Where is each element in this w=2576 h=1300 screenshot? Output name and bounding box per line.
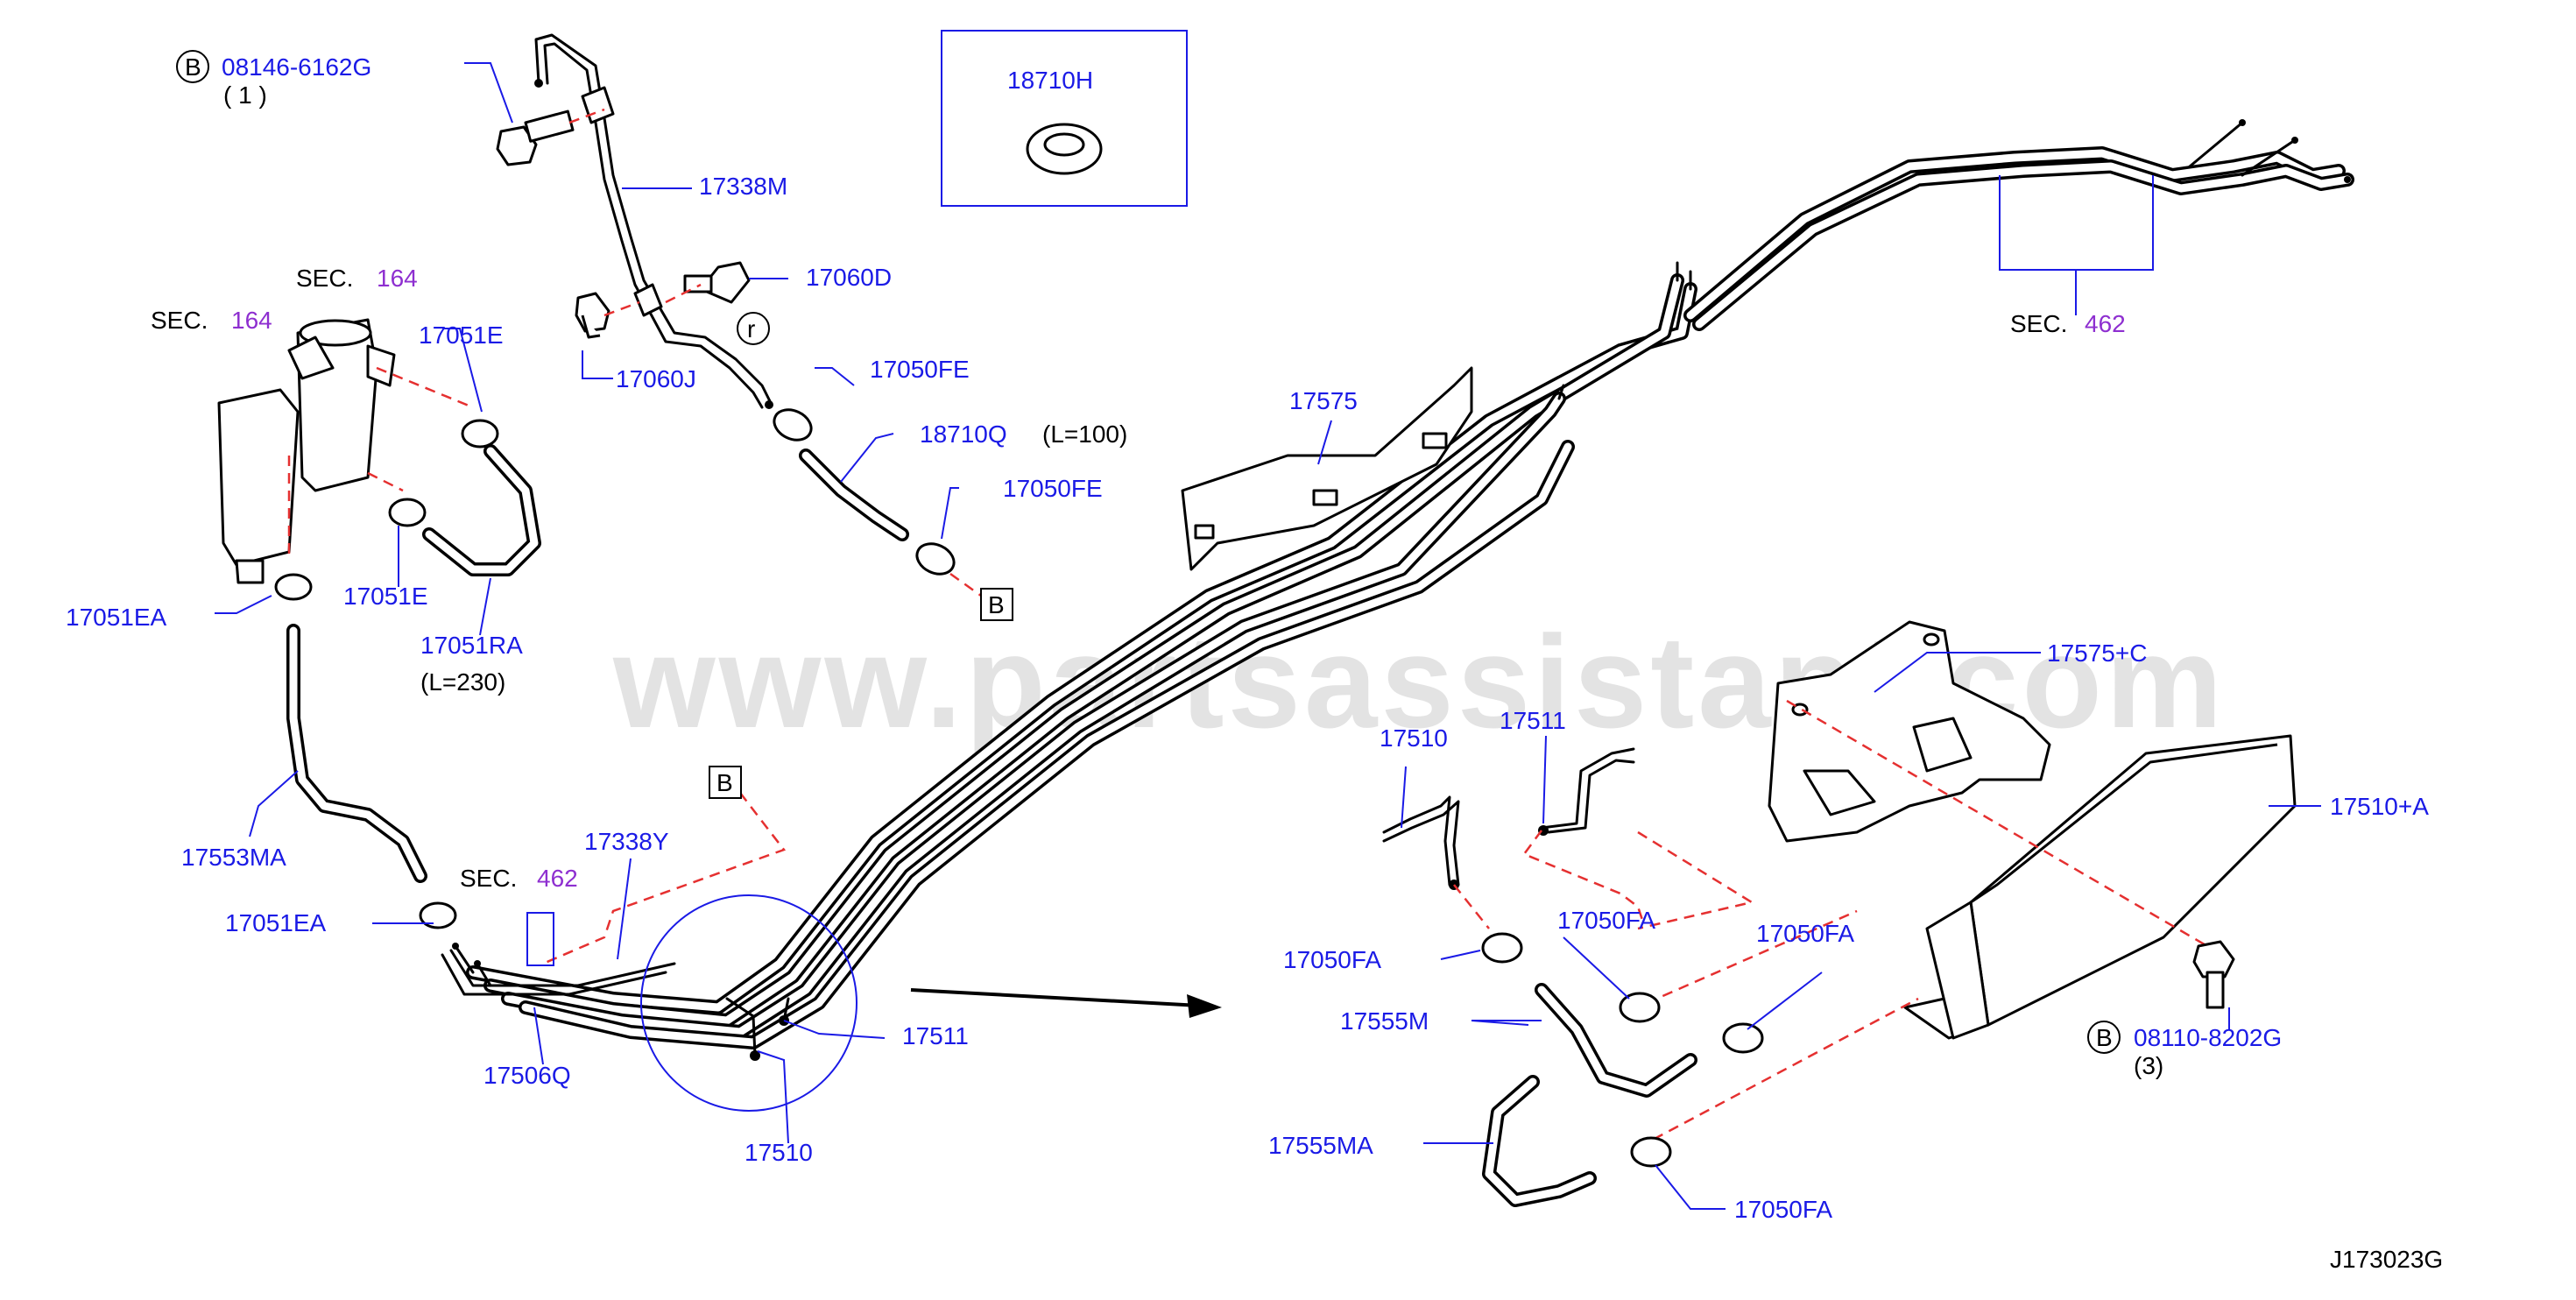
label-17051EA-lower: 17051EA (225, 909, 327, 936)
circle-r-letter: r (747, 315, 755, 343)
pipe-end-marker (452, 943, 459, 950)
tray-17510A (1637, 699, 2297, 1149)
circle-b-letter: B (185, 53, 201, 81)
label-17555M: 17555M (1340, 1007, 1429, 1035)
circle-b-marker (176, 50, 209, 83)
label-08146-6162G: 08146-6162G (222, 53, 371, 81)
label-17510A: 17510+A (2330, 793, 2429, 820)
sec-word-462-lower: SEC. (460, 865, 517, 892)
label-17050FA-a: 17050FA (1283, 946, 1381, 973)
label-17511-upper: 17511 (1500, 707, 1566, 734)
label-17060D: 17060D (806, 264, 892, 291)
label-17506Q: 17506Q (483, 1062, 571, 1089)
cover-17575C (1768, 620, 2051, 843)
label-17338M: 17338M (699, 173, 787, 200)
main-fuel-pipes (452, 119, 2354, 1049)
clip-17060D (665, 261, 751, 304)
sec462-upper-bracket (1999, 175, 2154, 271)
label-08146-6162G-qty: ( 1 ) (223, 81, 267, 109)
pipe-17506Q (441, 953, 667, 996)
hose-17553MA (274, 573, 457, 929)
detail-arrow (910, 988, 1201, 1007)
label-17051RA-length: (L=230) (420, 668, 505, 696)
clamp-17051EA-lower (419, 901, 457, 929)
canister-assembly (217, 318, 474, 584)
label-17575: 17575 (1289, 387, 1358, 414)
label-17050FE-lower: 17050FE (1003, 475, 1103, 502)
label-18710H: 18710H (1007, 67, 1093, 94)
label-17575C: 17575+C (2047, 639, 2147, 667)
label-18710Q: 18710Q (920, 420, 1007, 448)
sec-ref-164-a: 164 (377, 265, 418, 292)
label-17050FA-d: 17050FA (1734, 1196, 1832, 1223)
pipe-end-marker (2291, 137, 2298, 144)
clamp-17050FA-2 (1619, 992, 1661, 1023)
sec-word-164-b: SEC. (151, 307, 208, 334)
label-17051E-upper: 17051E (419, 321, 504, 349)
clip-17060J (575, 292, 640, 339)
label-17510-upper: 17510 (1380, 724, 1448, 752)
circle-b-letter-lower: B (2096, 1024, 2113, 1051)
label-17050FA-c: 17050FA (1756, 920, 1854, 947)
clamp-17051E-lower (388, 498, 427, 527)
pipes-17510-17511-detail (1382, 747, 1755, 930)
label-17510-lower: 17510 (745, 1139, 813, 1166)
pipe-end-marker (2344, 176, 2351, 183)
circle-r-marker (737, 312, 770, 345)
label-17555MA: 17555MA (1268, 1132, 1373, 1159)
hose-17051RA (388, 419, 541, 576)
clamp-17050FA-3 (1722, 1022, 1764, 1054)
bracket-17575 (1181, 366, 1473, 571)
label-17051E-lower: 17051E (343, 583, 428, 610)
clamp-17050FA-1 (1481, 932, 1523, 964)
sec-word-462-upper: SEC. (2010, 310, 2067, 337)
pipe-end-marker (2239, 119, 2246, 126)
box-b-marker-lower (709, 766, 742, 799)
clamp-17050FE-upper (773, 408, 813, 442)
label-08110-8202G: 08110-8202G (2134, 1024, 2282, 1051)
clamp-17051EA-upper (274, 573, 313, 601)
grommet-18710H-box (941, 30, 1188, 207)
hose-18710Q (773, 408, 982, 597)
circle-b-marker-lower (2087, 1021, 2121, 1054)
box-b-letter-lower: B (716, 769, 733, 796)
leader-lines (215, 62, 2321, 1210)
grommet-frame (941, 30, 1188, 207)
hose-17555MA (1482, 1075, 1672, 1207)
line-17338M (534, 33, 773, 409)
clamp-17050FE-lower (915, 542, 956, 576)
box-b-marker-upper (980, 588, 1013, 621)
label-17051RA: 17051RA (420, 632, 523, 659)
clamp-17050FA-4 (1630, 1136, 1672, 1168)
sec-ref-462-upper: 462 (2085, 310, 2126, 337)
label-17060J: 17060J (616, 365, 696, 392)
sec462-lower-bracket (526, 912, 554, 966)
label-18710Q-length: (L=100) (1042, 420, 1127, 448)
sec-word-164-a: SEC. (296, 265, 353, 292)
sec-ref-462-lower: 462 (537, 865, 578, 892)
ref-b-guide (542, 792, 787, 965)
label-17338Y: 17338Y (584, 828, 669, 855)
detail-arrow-head (1187, 994, 1222, 1018)
bolt-08110-8202G (2192, 940, 2235, 1009)
label-17553MA: 17553MA (181, 844, 286, 871)
diagram-code: J173023G (2330, 1246, 2443, 1273)
label-17050FA-b: 17050FA (1557, 907, 1655, 934)
sec-ref-164-b: 164 (231, 307, 272, 334)
pipe-end-marker (474, 960, 481, 967)
detail-circle (640, 894, 857, 1112)
label-17051EA-upper: 17051EA (66, 604, 167, 631)
label-08110-8202G-qty: (3) (2134, 1052, 2163, 1079)
label-17050FE-upper: 17050FE (870, 356, 970, 383)
pipe-17506Q-inner (449, 949, 676, 987)
clamp-17051E-upper (461, 419, 499, 449)
label-17511-lower: 17511 (902, 1022, 969, 1049)
hose-17555M (1481, 932, 1764, 1098)
bolt-08146-6162G (496, 108, 605, 166)
box-b-letter-upper: B (988, 591, 1005, 618)
